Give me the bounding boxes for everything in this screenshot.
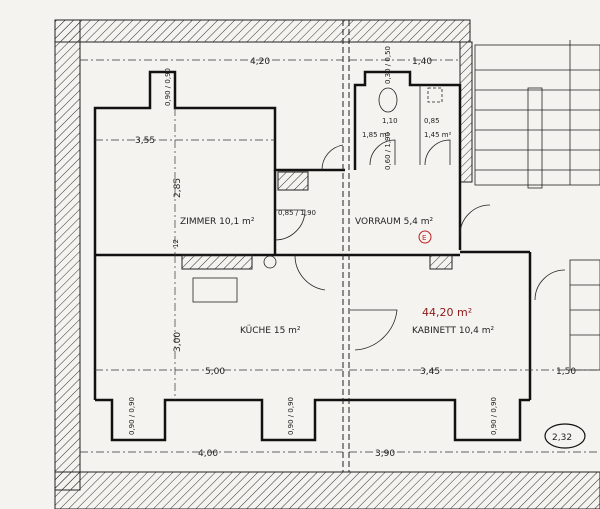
hatched-wall-stair xyxy=(459,41,473,183)
dim-wc-width: 1,10 xyxy=(382,117,398,125)
wall-bottom xyxy=(95,398,530,442)
area-wc: 1,85 m² xyxy=(362,131,390,139)
staircase xyxy=(474,40,600,371)
room-label-kabinett: KABINETT 10,4 m² xyxy=(412,326,495,336)
shower-icon xyxy=(427,87,443,103)
door-zimmer xyxy=(274,209,306,241)
room-label-vorraum: VORRAUM 5,4 m² xyxy=(355,217,434,227)
sheet-number-circle xyxy=(544,423,586,449)
dim-kueche-height: 3,00 xyxy=(173,332,183,352)
chimney-zimmer xyxy=(277,171,309,191)
dim-bad-width: 0,85 xyxy=(424,117,440,125)
room-label-zimmer: ZIMMER 10,1 m² xyxy=(180,217,255,227)
total-area-annotation: 44,20 m² xyxy=(422,306,472,319)
dim-bottom-right: 3,90 xyxy=(375,449,395,459)
stove-icon xyxy=(263,255,277,269)
chimney-kabinett xyxy=(429,254,453,270)
door-kueche xyxy=(294,254,326,291)
wall-wc xyxy=(353,70,462,250)
door-vorraum xyxy=(321,144,344,171)
dim-zimmer-width: 3,55 xyxy=(135,136,155,146)
door-wc xyxy=(369,139,396,166)
door-kabinett-right xyxy=(534,269,566,301)
room-label-kueche: KÜCHE 15 m² xyxy=(240,325,301,336)
door-kabinett xyxy=(350,309,398,351)
dim-door-zimmer: 0,85 / 1,90 xyxy=(278,209,316,217)
dim-small-12: 12 xyxy=(172,239,180,248)
dim-window-bottom-2: 0,90 / 0,90 xyxy=(490,397,498,435)
door-bad xyxy=(424,139,451,166)
dim-top-width: 4,20 xyxy=(250,57,270,67)
chimney-kueche xyxy=(181,254,253,270)
dim-top-right: 1,40 xyxy=(412,57,432,67)
dim-window-top-wc: 0,30 / 0,50 xyxy=(384,46,392,84)
dim-window-bottom-3: 0,90 / 0,90 xyxy=(128,397,136,435)
sheet-number: 2,32 xyxy=(552,433,572,443)
entry-mark: E xyxy=(422,234,426,242)
hatched-wall-left xyxy=(54,19,81,491)
hatched-wall-top xyxy=(54,19,471,43)
entry-mark-circle xyxy=(418,230,432,244)
door-entry xyxy=(459,204,491,236)
dim-window-top-left: 0,90 / 0,90 xyxy=(164,68,172,106)
hatched-wall-bottom xyxy=(54,471,600,509)
dim-kueche-width: 5,00 xyxy=(205,367,225,377)
dim-kabinett-width: 3,45 xyxy=(420,367,440,377)
toilet-icon xyxy=(378,87,398,113)
dim-right-150: 1,50 xyxy=(556,367,576,377)
dim-door-wc: 0,60 / 1,90 xyxy=(384,132,392,170)
dim-window-bottom-1: 0,90 / 0,90 xyxy=(287,397,295,435)
area-bad: 1,45 m² xyxy=(424,131,452,139)
wall-zimmer xyxy=(93,70,345,400)
stove-box xyxy=(192,277,238,303)
dim-zimmer-height: 2,85 xyxy=(173,178,183,198)
dim-bottom-left: 4,00 xyxy=(198,449,218,459)
